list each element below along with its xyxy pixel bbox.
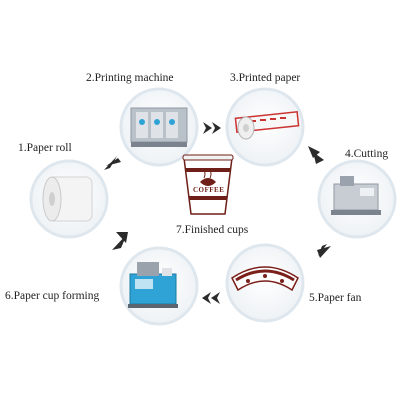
arrow-1-to-2 <box>104 156 121 170</box>
step-label-6: 6.Paper cup forming <box>5 290 100 302</box>
arrow-3-to-4 <box>308 146 324 164</box>
step-label-2: 2.Printing machine <box>86 72 174 84</box>
arrow-6-to-7 <box>112 232 128 250</box>
paper-cup-icon <box>182 154 234 215</box>
arrow-4-to-5 <box>317 244 331 258</box>
cup-forming-machine-icon <box>119 246 199 326</box>
printed-paper-icon <box>225 87 305 167</box>
step-label-7: 7.Finished cups <box>176 224 249 236</box>
step-label-1: 1.Paper roll <box>18 142 72 154</box>
step-label-4: 4.Cutting <box>345 148 389 160</box>
paper-roll-icon <box>29 159 109 239</box>
cup-print-text: COFFEE <box>193 186 225 194</box>
step-label-5: 5.Paper fan <box>309 292 362 304</box>
cutting-machine-icon <box>317 159 397 239</box>
paper-fan-icon <box>225 243 305 323</box>
step-label-3: 3.Printed paper <box>230 72 301 84</box>
arrow-2-to-3 <box>203 122 221 134</box>
arrow-5-to-6 <box>202 292 220 304</box>
printing-machine-icon <box>119 87 199 167</box>
